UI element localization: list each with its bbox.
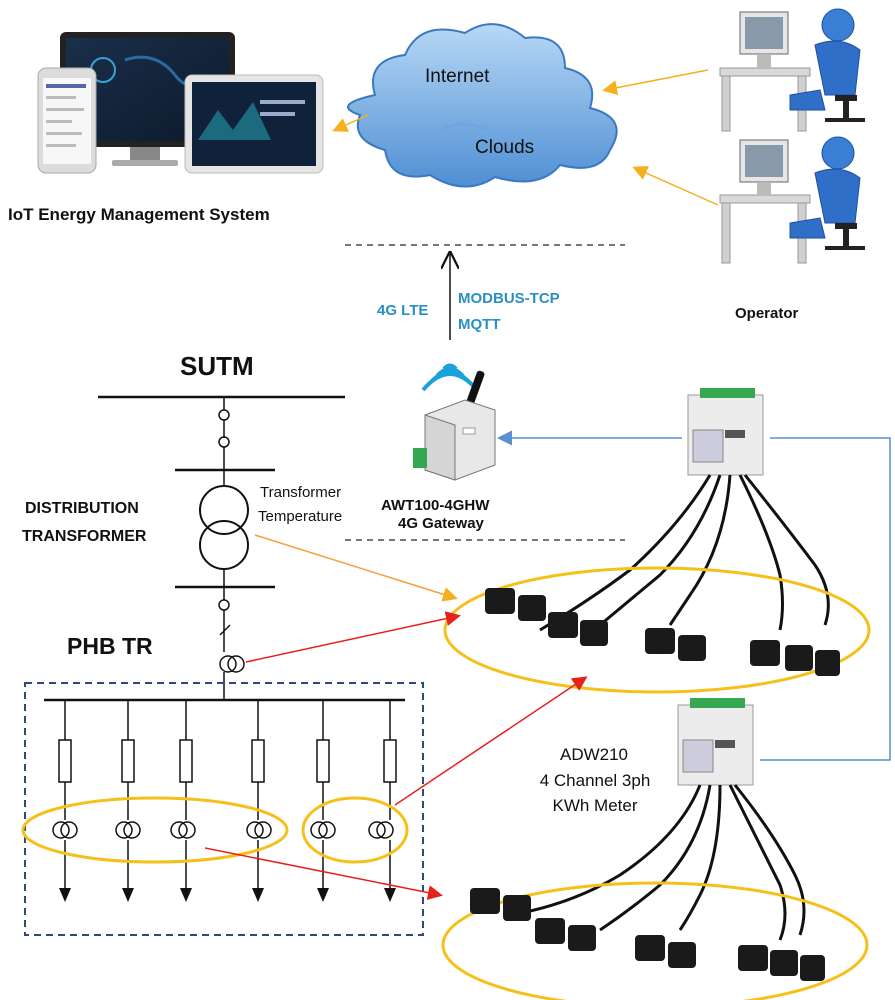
phb-tr-label: PHB TR <box>67 633 153 659</box>
fuse-icon <box>58 739 72 783</box>
meter-channel-label: 4 Channel 3ph <box>539 771 651 790</box>
operator-workstation-top <box>719 8 865 132</box>
ct-icon <box>52 821 70 839</box>
iot-devices-illustration <box>37 32 324 174</box>
ct-ellipse-top <box>443 566 871 694</box>
iot-system-label: IoT Energy Management System <box>8 205 270 224</box>
single-line-diagram <box>98 395 345 700</box>
temp-to-meter-arrow <box>254 534 458 602</box>
ct-icon <box>246 821 264 839</box>
transformer-icon <box>199 485 249 535</box>
lte-label: 4G LTE <box>377 302 429 319</box>
distribution-label: DISTRIBUTION <box>25 500 139 517</box>
mqtt-label: MQTT <box>458 316 501 333</box>
fuse-icon <box>316 739 330 783</box>
ct-icon <box>310 821 328 839</box>
operator2-to-cloud-arrow <box>632 166 719 206</box>
internet-label: Internet <box>425 66 490 87</box>
cloud-to-system-arrow <box>332 114 369 132</box>
phb-tr-to-meter-arrow <box>245 611 461 663</box>
gateway-device <box>413 363 496 481</box>
ct-group-ellipse-left <box>21 796 289 864</box>
load-arrow-icon <box>252 888 264 902</box>
phb-panel <box>24 682 424 936</box>
load-arrow-icon <box>59 888 71 902</box>
fuse-icon <box>121 739 135 783</box>
ct-ellipse-bottom <box>441 881 869 1000</box>
ct-icon <box>219 655 237 673</box>
modbus-label: MODBUS-TCP <box>458 290 560 307</box>
feeders <box>52 700 397 902</box>
fuse-icon <box>383 739 397 783</box>
cloud-icon <box>347 23 618 188</box>
ct-group-ellipse-right <box>301 796 409 864</box>
sutm-label: SUTM <box>180 351 254 381</box>
operator-to-cloud-arrow <box>602 69 709 96</box>
meter-kwh-label: KWh Meter <box>552 796 638 815</box>
ct-icon <box>170 821 188 839</box>
cable-bundle-top <box>539 474 830 632</box>
ct-sensors-top <box>485 588 840 676</box>
meter-model-label: ADW210 <box>559 745 629 764</box>
load-arrow-icon <box>122 888 134 902</box>
fuse-icon <box>251 739 265 783</box>
load-arrow-icon <box>317 888 329 902</box>
load-arrow-icon <box>180 888 192 902</box>
operator-workstation-bottom <box>719 136 865 264</box>
transformer-temp-label-1: Transformer <box>260 484 342 501</box>
feeder-to-meter-bottom-arrow <box>204 847 443 901</box>
operator-label: Operator <box>735 305 799 322</box>
adw210-meter-bottom <box>677 698 754 786</box>
transformer-temp-label-2: Temperature <box>258 508 343 525</box>
ct-icon <box>368 821 386 839</box>
clouds-label: Clouds <box>475 137 535 158</box>
fuse-icon <box>179 739 193 783</box>
ct-icon <box>115 821 133 839</box>
adw210-meter-top <box>687 388 764 476</box>
feeder-to-meter-top-arrow <box>394 676 588 806</box>
gateway-model-label: AWT100-4GHW <box>381 497 490 514</box>
meter2-to-gateway-line <box>760 437 891 761</box>
transformer-label: TRANSFORMER <box>22 528 147 545</box>
ct-sensors-bottom <box>470 888 825 981</box>
load-arrow-icon <box>384 888 396 902</box>
gateway-type-label: 4G Gateway <box>398 515 484 532</box>
cable-bundle-bottom <box>509 784 806 941</box>
